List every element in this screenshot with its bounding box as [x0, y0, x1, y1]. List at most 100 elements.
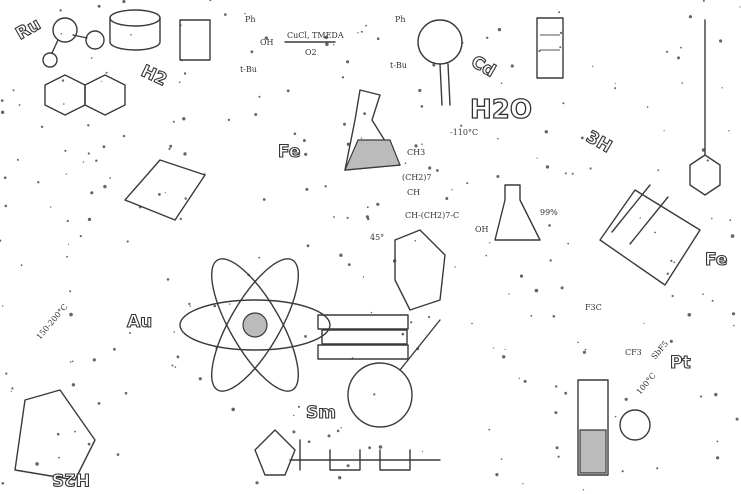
dot	[621, 470, 624, 473]
dot	[560, 286, 564, 290]
dot	[122, 134, 126, 138]
dot	[66, 255, 68, 258]
dot	[100, 80, 102, 82]
dot	[333, 43, 335, 46]
dot	[179, 217, 182, 221]
dot	[428, 166, 432, 170]
dot	[366, 217, 370, 221]
dot	[129, 332, 131, 334]
dot	[178, 81, 181, 83]
label-cd: Cd	[468, 52, 499, 82]
dot	[534, 288, 539, 293]
dot	[460, 124, 463, 127]
dot	[548, 224, 551, 227]
dot	[451, 189, 453, 191]
dot	[293, 132, 297, 136]
dot	[656, 467, 659, 470]
dot	[286, 89, 290, 93]
dot	[56, 432, 60, 436]
dot	[500, 82, 503, 85]
dot	[262, 198, 266, 201]
dot	[688, 15, 693, 19]
dot	[614, 87, 617, 90]
dot	[370, 311, 373, 314]
label-pt: Pt	[670, 353, 691, 373]
dot	[504, 348, 506, 350]
dot	[711, 217, 713, 220]
dot	[172, 120, 175, 123]
dot	[673, 261, 676, 264]
label-oh: OH	[260, 38, 274, 47]
dot	[414, 144, 418, 148]
dot	[716, 440, 719, 443]
dot	[471, 322, 473, 325]
dot	[666, 50, 669, 53]
label-f3c: F3C	[585, 303, 602, 312]
dot	[92, 358, 96, 362]
dot	[564, 172, 567, 175]
dot	[519, 274, 524, 278]
dot	[454, 266, 456, 268]
dot	[428, 315, 431, 319]
dot	[4, 204, 8, 208]
dot	[614, 82, 617, 84]
dot	[158, 193, 161, 196]
dot	[544, 130, 548, 134]
dot	[124, 391, 128, 395]
dot	[680, 46, 682, 49]
dot	[173, 331, 175, 333]
dot	[559, 31, 563, 34]
dot	[231, 407, 235, 412]
dot	[339, 253, 343, 257]
dot	[365, 24, 367, 27]
dot	[445, 197, 449, 200]
dot	[670, 259, 673, 262]
dot	[304, 152, 308, 156]
dot	[500, 458, 503, 460]
dot	[729, 219, 732, 222]
label-sbf5: SbF5	[650, 339, 671, 361]
dot	[90, 57, 93, 59]
dot	[227, 118, 231, 122]
dot	[188, 302, 191, 305]
dot	[59, 9, 62, 12]
dot	[65, 173, 67, 175]
dot	[60, 33, 63, 35]
dot	[614, 415, 617, 418]
atom-icon	[179, 258, 331, 392]
dot	[69, 361, 72, 363]
label-ru: Ru	[13, 14, 45, 44]
label-reagent: CuCl, TMEDA	[287, 31, 344, 40]
dot	[97, 402, 101, 405]
dot	[341, 76, 345, 79]
label-au: Au	[127, 312, 152, 332]
dot	[701, 148, 706, 152]
dot	[646, 106, 649, 108]
dot	[360, 137, 363, 139]
label-ch: CH	[407, 188, 420, 197]
dot	[669, 339, 673, 343]
dot	[376, 37, 380, 40]
dot	[571, 172, 574, 175]
dot	[307, 440, 311, 444]
dot	[523, 379, 527, 383]
dot	[466, 182, 469, 185]
dot	[87, 442, 91, 446]
label-ph: Ph	[245, 15, 256, 24]
dot	[244, 12, 246, 15]
dot	[184, 197, 187, 200]
dot	[418, 88, 422, 93]
dot	[657, 169, 660, 172]
dot	[305, 187, 309, 191]
dot	[228, 303, 231, 305]
dot	[545, 165, 550, 169]
label-yield: 99%	[540, 208, 558, 217]
books-icon	[124, 159, 409, 360]
label-water: H2O	[470, 95, 532, 125]
dot	[105, 71, 108, 74]
dot	[671, 294, 674, 298]
dot	[702, 0, 705, 2]
dot	[1, 482, 5, 485]
dot	[333, 216, 335, 218]
